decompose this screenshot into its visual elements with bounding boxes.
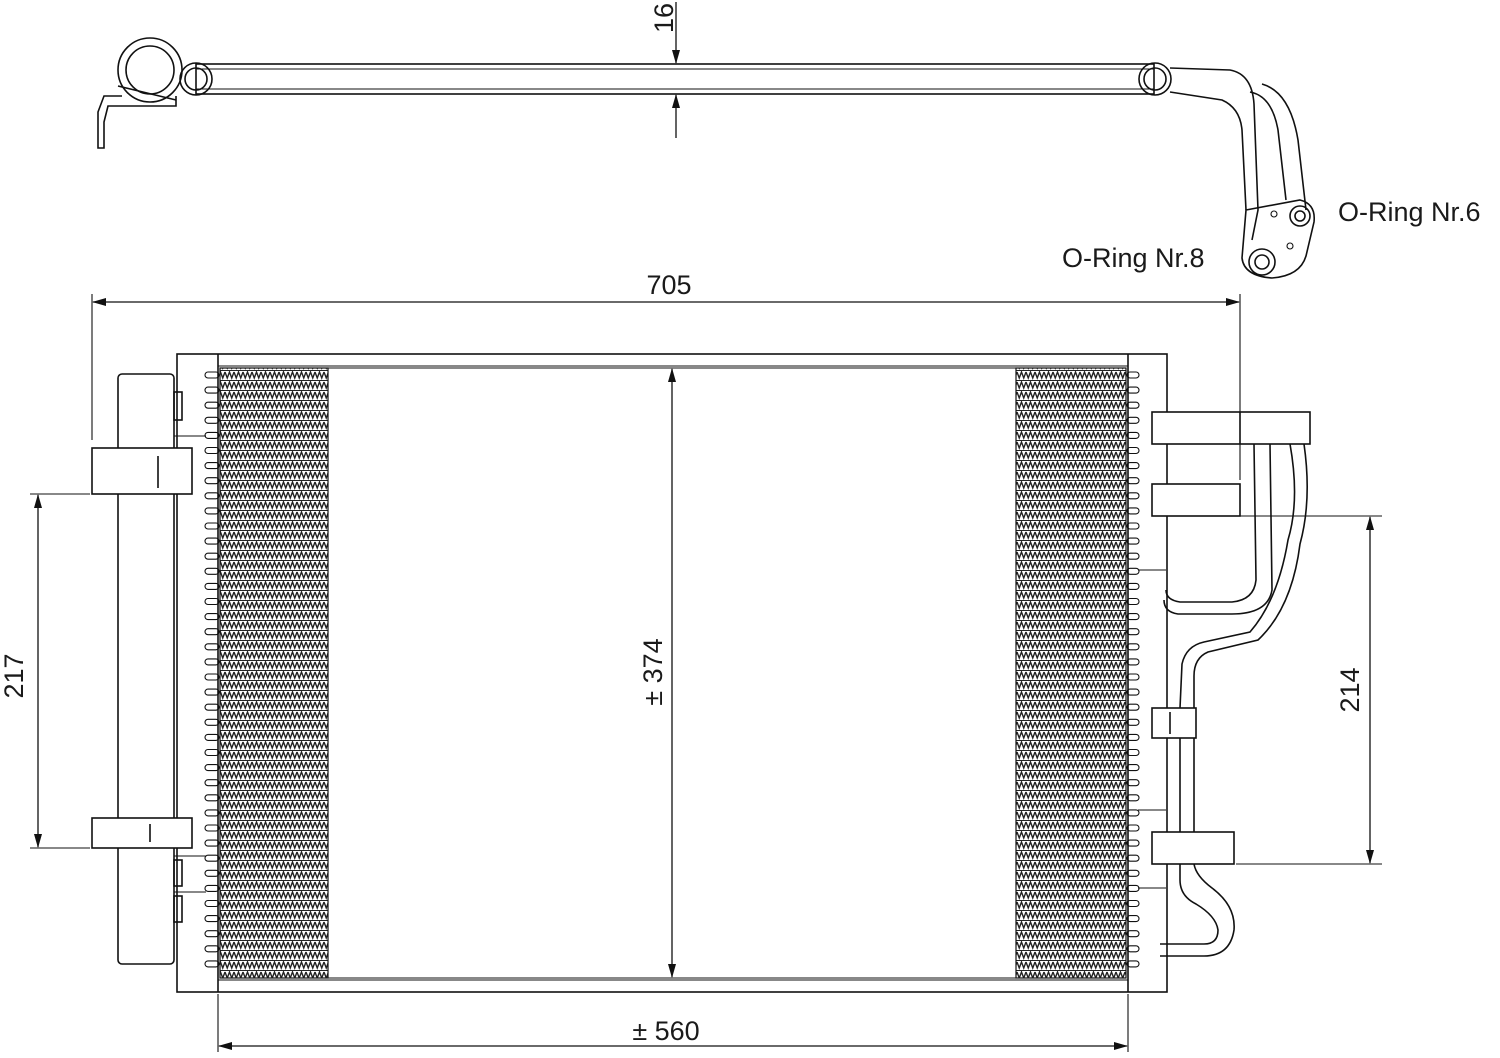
dimension-16-label: 16 <box>649 3 679 33</box>
right-bracket-mid <box>1151 483 1241 517</box>
condenser-frame <box>176 353 1168 993</box>
left-header-tank <box>117 373 175 965</box>
oring-8-port <box>1248 248 1276 276</box>
dimension-16: 16 <box>649 2 680 138</box>
dimension-374: ± 374 <box>638 368 676 978</box>
right-end-ring <box>1138 62 1172 96</box>
dimension-560: ± 560 <box>217 994 1129 1052</box>
right-bracket-top <box>1151 411 1311 445</box>
dimension-217: 217 <box>0 493 90 849</box>
left-bracket-bottom <box>91 817 193 849</box>
dimension-560-label: ± 560 <box>632 1016 699 1046</box>
tube-ends-left <box>204 371 220 968</box>
top-view-pipe <box>97 37 1316 279</box>
dimension-705: 705 <box>91 270 1241 480</box>
dimension-217-label: 217 <box>0 653 29 698</box>
oring-nr6-label: O-Ring Nr.6 <box>1338 197 1481 227</box>
dimension-374-label: ± 374 <box>638 638 668 705</box>
dimension-705-label: 705 <box>646 270 691 300</box>
left-end-ring-outer <box>117 37 183 103</box>
dimension-214: 214 <box>1236 515 1382 865</box>
right-pipe-clamp <box>1151 707 1197 739</box>
oring-nr8-label: O-Ring Nr.8 <box>1062 243 1205 273</box>
dimension-214-label: 214 <box>1335 667 1365 712</box>
outlet-block <box>1241 199 1316 279</box>
right-bracket-bottom <box>1151 831 1235 865</box>
fin-core-right <box>1015 367 1127 979</box>
left-end-ring-small <box>179 62 213 96</box>
condenser-front-view <box>91 353 1311 993</box>
left-bracket <box>97 95 177 149</box>
oring-6-port <box>1289 205 1311 227</box>
left-bracket-top <box>91 447 193 495</box>
tube-ends-right <box>1126 371 1140 968</box>
fin-core-left <box>219 367 329 979</box>
